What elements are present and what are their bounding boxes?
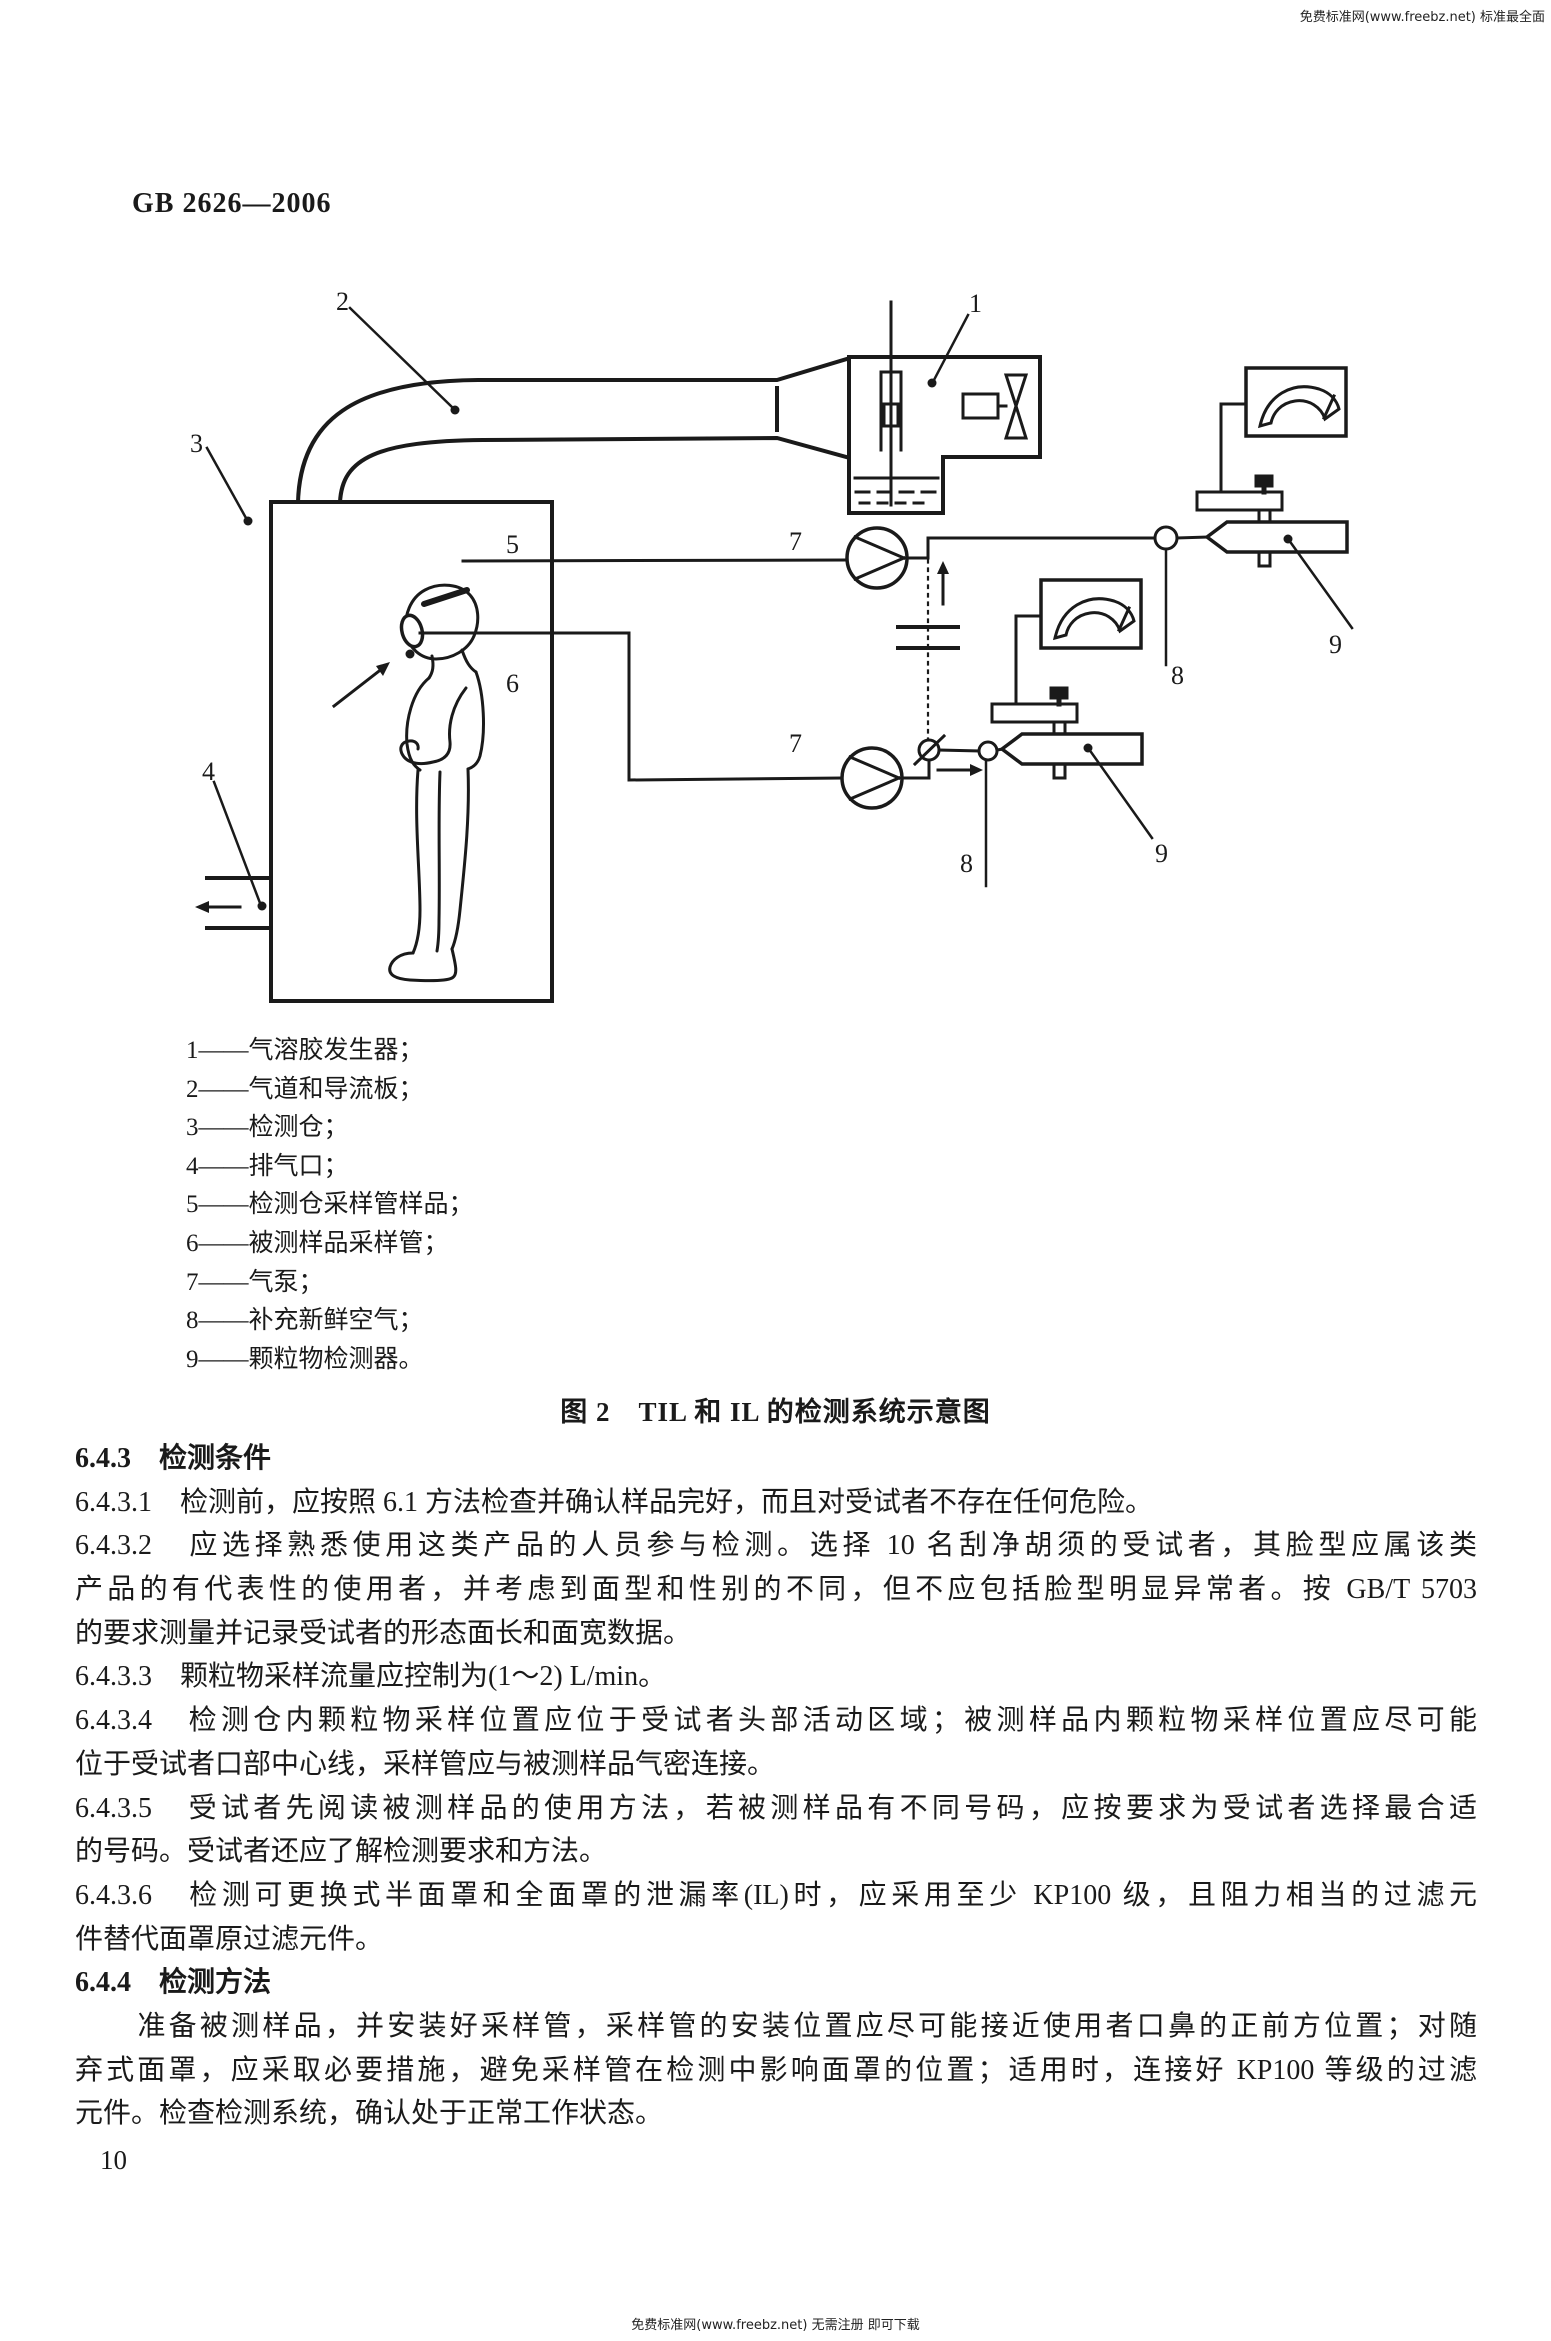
callout-numbers: 1 2 3 4 5 6 7 7 8 8 9 9 — [190, 287, 1342, 878]
callout-5: 5 — [506, 530, 519, 559]
particle-detector-upper — [1197, 368, 1347, 566]
aerosol-generator — [847, 300, 1042, 515]
callout-8-lower: 8 — [960, 849, 973, 878]
legend-dash: —— — [198, 1307, 249, 1335]
callout-leaders — [205, 306, 1354, 911]
air-duct — [295, 355, 853, 505]
section-heading-6.4.3: 6.4.3 检测条件 — [75, 1443, 272, 1474]
person-figure — [388, 583, 485, 983]
air-pump-lower — [840, 746, 904, 810]
figure-diagram: 1 2 3 4 5 6 7 7 8 8 9 9 — [190, 287, 1354, 1003]
body-line: 6.4.3.1 检测前，应按照 6.1 方法检查并确认样品完好，而且对受试者不存… — [75, 1486, 1154, 1518]
body-line: 6.4.3.2 应选择熟悉使用这类产品的人员参与检测。选择 10 名刮净胡须的受… — [75, 1530, 1477, 1562]
legend-item: 7——气泵； — [186, 1268, 324, 1296]
test-chamber — [195, 500, 554, 1003]
particle-detector-lower — [992, 580, 1142, 778]
legend-item: 9——颗粒物检测器。 — [186, 1345, 424, 1373]
legend-dash: —— — [198, 1037, 249, 1064]
body-line: 的号码。受试者还应了解检测要求和方法。 — [75, 1836, 608, 1868]
callout-9-lower: 9 — [1155, 839, 1168, 868]
arm — [399, 686, 468, 766]
legend-item: 4——排气口； — [186, 1152, 349, 1180]
body-line: 6.4.3.6 检测可更换式半面罩和全面罩的泄漏率(IL)时，应采用至少 KP1… — [75, 1879, 1477, 1911]
body-line: 6.4.3.3 颗粒物采样流量应控制为(1～2) L/min。 — [75, 1661, 667, 1693]
callout-9-upper: 9 — [1329, 630, 1342, 659]
body-line: 的要求测量并记录受试者的形态面长和面宽数据。 — [75, 1617, 692, 1649]
legend-dash: —— — [198, 1345, 249, 1373]
fresh-air-inlet-lower — [977, 740, 999, 762]
body-line: 准备被测样品，并安装好采样管，采样管的安装位置应尽可能接近使用者口鼻的正前方位置… — [75, 2010, 1477, 2042]
legend-item: 5——检测仓采样管样品； — [186, 1191, 474, 1219]
fresh-air-inlet-upper — [1153, 525, 1179, 551]
flow-arrow-to-mask — [331, 662, 390, 709]
body-line: 元件。检查检测系统，确认处于正常工作状态。 — [75, 2098, 664, 2130]
section-heading-6.4.4: 6.4.4 检测方法 — [75, 1967, 272, 1999]
legend-dash: —— — [198, 1114, 249, 1142]
exhaust-arrow — [195, 901, 209, 913]
body-line: 弃式面罩，应采取必要措施，避免采样管在检测中影响面罩的位置；适用时，连接好 KP… — [75, 2054, 1477, 2086]
watermark-bottom: 免费标准网(www.freebz.net) 无需注册 即可下载 — [631, 2318, 920, 2333]
watermark-top: 免费标准网(www.freebz.net) 标准最全面 — [1299, 10, 1545, 25]
standard-number: GB 2626—2006 — [132, 188, 332, 219]
air-pump-upper — [845, 526, 909, 590]
page-number: 10 — [100, 2145, 127, 2175]
legend-item: 1——气溶胶发生器； — [186, 1037, 424, 1064]
callout-2: 2 — [336, 287, 349, 316]
makeup-air-path — [896, 558, 960, 744]
mask-strap — [421, 587, 470, 607]
body-line: 位于受试者口部中心线，采样管应与被测样品气密连接。 — [75, 1748, 776, 1780]
callout-6: 6 — [506, 669, 519, 698]
body-text: 6.4.3 检测条件 6.4.3.1 检测前，应按照 6.1 方法检查并确认样品… — [75, 1437, 1477, 2136]
fan — [961, 373, 1029, 440]
legend-dash: —— — [198, 1152, 249, 1180]
chamber-sampling-line — [461, 368, 1347, 667]
foot — [388, 947, 458, 983]
mask-sampling-line — [418, 580, 1142, 888]
figure-legend: 1——气溶胶发生器； 2——气道和导流板； 3——检测仓； 4——排气口； 5—… — [186, 1032, 886, 1379]
legend-item: 8——补充新鲜空气； — [186, 1307, 424, 1335]
callout-1: 1 — [969, 289, 982, 318]
legend-item: 6——被测样品采样管； — [186, 1229, 449, 1257]
body-line: 产品的有代表性的使用者，并考虑到面型和性别的不同，但不应包括脸型明显异常者。按 … — [75, 1574, 1477, 1606]
body-line: 6.4.3.5 受试者先阅读被测样品的使用方法，若被测样品有不同号码，应按要求为… — [75, 1792, 1477, 1824]
up-arrow — [937, 561, 949, 574]
figure-caption: 图 2 TIL 和 IL 的检测系统示意图 — [560, 1397, 991, 1427]
legend-item: 2——气道和导流板； — [186, 1075, 424, 1103]
exhaust-port — [195, 876, 273, 930]
body-line: 6.4.3.4 检测仓内颗粒物采样位置应位于受试者头部活动区域；被测样品内颗粒物… — [75, 1705, 1477, 1737]
legend-dash: —— — [198, 1229, 249, 1257]
callout-3: 3 — [190, 429, 203, 458]
legend-dash: —— — [198, 1075, 249, 1103]
right-arrow — [970, 764, 983, 776]
legend-dash: —— — [198, 1268, 249, 1296]
respirator-mask — [399, 613, 425, 649]
callout-7-upper: 7 — [789, 527, 802, 556]
callout-7-lower: 7 — [789, 729, 802, 758]
legend-item: 3——检测仓； — [186, 1114, 349, 1142]
callout-8-upper: 8 — [1171, 661, 1184, 690]
legend-dash: —— — [198, 1191, 249, 1219]
body-line: 件替代面罩原过滤元件。 — [75, 1923, 384, 1955]
callout-4: 4 — [202, 757, 215, 786]
